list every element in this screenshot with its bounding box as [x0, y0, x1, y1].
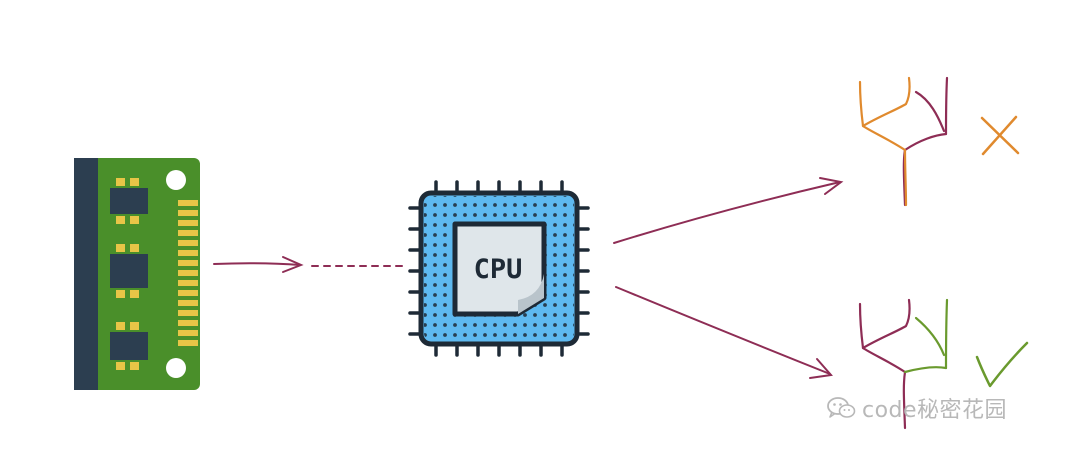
ram-pins	[178, 200, 198, 346]
ram-chip	[110, 178, 148, 224]
upper-branch-icon	[858, 76, 949, 207]
lower-branch-icon	[858, 298, 949, 430]
cpu-to-lower-branch-arrow	[615, 286, 833, 379]
cpu-label: CPU	[474, 254, 523, 285]
ram-mount-hole	[166, 170, 186, 190]
cpu-to-upper-branch-arrow	[613, 177, 844, 244]
check-icon	[975, 341, 1029, 388]
cross-icon	[980, 115, 1020, 156]
watermark: code秘密花园	[826, 392, 1007, 424]
memory-to-cpu-arrow	[213, 256, 403, 273]
ram-mount-hole	[166, 358, 186, 378]
ram-chip	[110, 322, 148, 370]
wechat-icon	[827, 397, 856, 418]
ram-module-icon	[74, 158, 200, 390]
cpu-chip-icon: CPU	[408, 180, 590, 357]
ram-chip	[110, 244, 148, 298]
watermark-text: code秘密花园	[862, 398, 1008, 423]
